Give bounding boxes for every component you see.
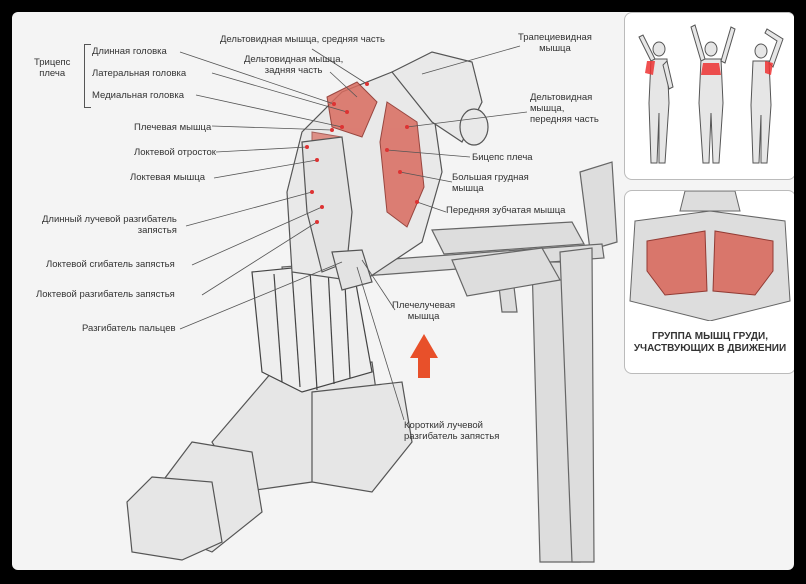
chest-panel: ГРУППА МЫШЦ ГРУДИ,УЧАСТВУЮЩИХ В ДВИЖЕНИИ [624,190,794,374]
label-biceps: Бицепс плеча [472,152,533,163]
leader-lines [179,45,528,421]
dips-illustration [126,45,618,563]
label-fcu: Локтевой сгибатель запястья [46,259,175,270]
marker-dots [305,82,419,224]
label-serratus: Передняя зубчатая мышца [446,205,566,216]
label-ecu: Локтевой разгибатель запястья [36,289,175,300]
label-ext-digitorum: Разгибатель пальцев [82,323,176,334]
label-long-head: Длинная головка [92,46,167,57]
label-brachialis: Плечевая мышца [134,122,212,133]
label-anconeus: Локтевая мышца [130,172,206,183]
triceps-brace [84,44,91,108]
label-medial-head: Медиальная головка [92,90,184,101]
label-lateral-head: Латеральная головка [92,68,187,79]
label-delt-middle: Дельтовидная мышца, средняя часть [220,34,385,45]
chest-caption: ГРУППА МЫШЦ ГРУДИ,УЧАСТВУЮЩИХ В ДВИЖЕНИИ [633,331,787,354]
upward-arrow [410,334,438,378]
legs [126,361,413,561]
label-delt-posterior: Дельтовидная мышца,задняя часть [244,54,344,76]
figures-panel [624,12,794,180]
muscle-figures [638,24,784,164]
chest-illustration [629,191,791,322]
label-olecranon: Локтевой отросток [134,147,216,158]
